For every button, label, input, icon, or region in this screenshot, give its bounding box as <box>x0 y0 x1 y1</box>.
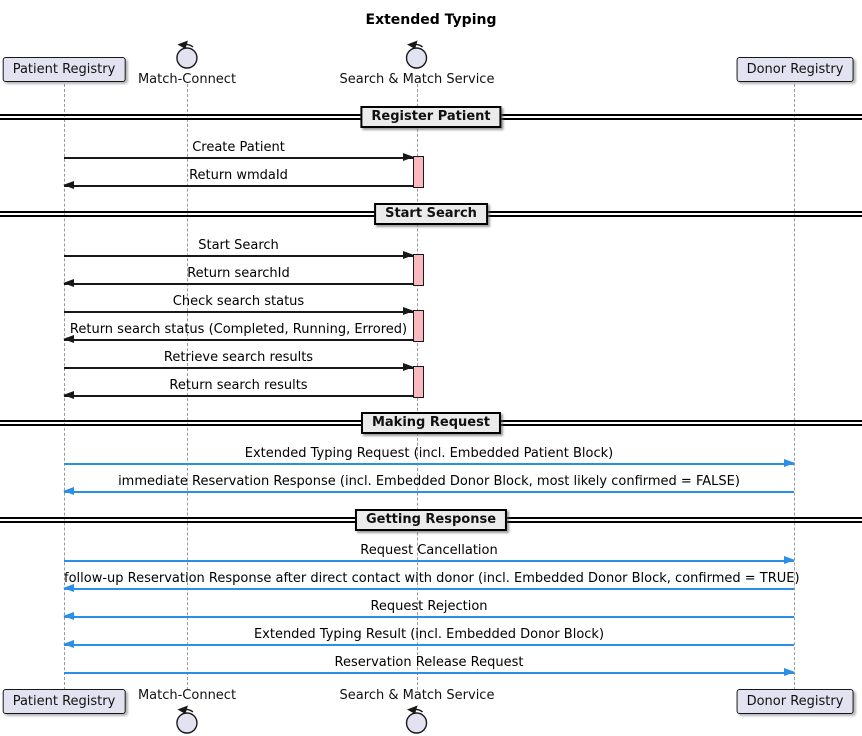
arrowhead-left-icon <box>63 612 74 620</box>
arrowhead-left-icon <box>63 487 74 495</box>
arrowhead-left-icon <box>63 335 74 343</box>
message-label: Request Cancellation <box>360 543 498 558</box>
participant-search-match-service-top: Search & Match Service <box>339 38 495 87</box>
message-label: Return search status (Completed, Running… <box>69 322 408 337</box>
arrow-line <box>63 584 794 592</box>
arrow-line <box>63 279 413 287</box>
divider-getting-response: Getting Response <box>0 509 862 531</box>
participant-donor-registry-bottom: Donor Registry <box>736 689 854 714</box>
arrowhead-right-icon <box>784 459 795 467</box>
message-label: Return wmdaId <box>189 168 288 183</box>
message-start-search: Start Search <box>64 238 414 259</box>
divider-register-patient: Register Patient <box>0 106 862 128</box>
activation-bar <box>413 254 424 286</box>
arrowhead-left-icon <box>63 279 74 287</box>
message-create-patient: Create Patient <box>64 140 414 161</box>
participant-patient-registry-top: Patient Registry <box>2 57 126 82</box>
message-label: follow-up Reservation Response after dir… <box>64 571 800 586</box>
arrow-line <box>63 335 413 343</box>
message-return-searchid: Return searchId <box>63 266 413 287</box>
arrowhead-right-icon <box>403 307 414 315</box>
arrow-line <box>64 363 414 371</box>
arrow-line <box>63 612 794 620</box>
arrow-line <box>63 487 794 495</box>
lifeline-patient-registry <box>64 84 65 690</box>
control-icon <box>406 40 428 69</box>
participant-donor-registry-top: Donor Registry <box>736 57 854 82</box>
message-label: Extended Typing Request (incl. Embedded … <box>244 446 614 461</box>
message-extended-typing-request: Extended Typing Request (incl. Embedded … <box>64 446 795 467</box>
arrow-line <box>64 153 414 161</box>
arrowhead-left-icon <box>63 584 74 592</box>
participant-patient-registry-bottom: Patient Registry <box>2 689 126 714</box>
divider-start-search: Start Search <box>0 203 862 225</box>
participant-match-connect-bottom: Match-Connect <box>138 688 236 736</box>
arrow-line <box>64 307 414 315</box>
message-label: Extended Typing Result (incl. Embedded D… <box>253 627 605 642</box>
message-request-cancellation: Request Cancellation <box>64 543 795 564</box>
control-icon <box>176 40 198 69</box>
divider-label: Register Patient <box>360 106 502 128</box>
participant-label: Search & Match Service <box>339 72 495 87</box>
activation-bar <box>413 310 424 342</box>
lifeline-donor-registry <box>794 84 795 690</box>
arrow-line <box>64 251 414 259</box>
arrow-line <box>64 459 795 467</box>
message-label: immediate Reservation Response (incl. Em… <box>118 474 740 489</box>
activation-bar <box>413 366 424 398</box>
participant-match-connect-top: Match-Connect <box>138 38 236 87</box>
message-return-search-results: Return search results <box>63 378 413 399</box>
participant-label: Match-Connect <box>137 688 237 703</box>
lifeline-match-connect <box>187 84 188 690</box>
message-reservation-release-request: Reservation Release Request <box>64 655 795 676</box>
message-label: Reservation Release Request <box>334 655 524 670</box>
message-extended-typing-result: Extended Typing Result (incl. Embedded D… <box>63 627 794 648</box>
arrow-line <box>64 668 795 676</box>
activation-bar <box>413 156 424 188</box>
arrowhead-right-icon <box>403 363 414 371</box>
message-label: Return searchId <box>187 266 290 281</box>
diagram-title: Extended Typing <box>365 12 497 28</box>
message-label: Create Patient <box>192 140 285 155</box>
arrow-line <box>63 181 413 189</box>
divider-label: Start Search <box>374 203 488 225</box>
message-label: Start Search <box>198 238 279 253</box>
arrowhead-left-icon <box>63 640 74 648</box>
divider-label: Getting Response <box>354 509 508 531</box>
arrowhead-right-icon <box>784 668 795 676</box>
control-icon <box>406 705 428 734</box>
arrow-line <box>63 640 794 648</box>
arrowhead-left-icon <box>63 391 74 399</box>
message-label: Retrieve search results <box>163 350 314 365</box>
message-return-search-status: Return search status (Completed, Running… <box>63 322 413 343</box>
divider-label: Making Request <box>360 412 502 434</box>
message-label: Check search status <box>172 294 305 309</box>
control-icon <box>176 705 198 734</box>
message-retrieve-search-results: Retrieve search results <box>64 350 414 371</box>
participant-label: Match-Connect <box>137 72 237 87</box>
divider-making-request: Making Request <box>0 412 862 434</box>
participant-search-match-service-bottom: Search & Match Service <box>339 688 495 736</box>
message-check-search-status: Check search status <box>64 294 414 315</box>
message-request-rejection: Request Rejection <box>63 599 794 620</box>
message-label: Return search results <box>169 378 308 393</box>
arrowhead-right-icon <box>784 556 795 564</box>
arrowhead-right-icon <box>403 153 414 161</box>
arrowhead-right-icon <box>403 251 414 259</box>
arrow-line <box>64 556 795 564</box>
arrow-line <box>63 391 413 399</box>
message-followup-reservation-response: follow-up Reservation Response after dir… <box>63 571 800 592</box>
participant-label: Search & Match Service <box>339 688 495 703</box>
message-label: Request Rejection <box>370 599 488 614</box>
message-immediate-reservation-response: immediate Reservation Response (incl. Em… <box>63 474 794 495</box>
message-return-wmdaid: Return wmdaId <box>63 168 413 189</box>
arrowhead-left-icon <box>63 181 74 189</box>
